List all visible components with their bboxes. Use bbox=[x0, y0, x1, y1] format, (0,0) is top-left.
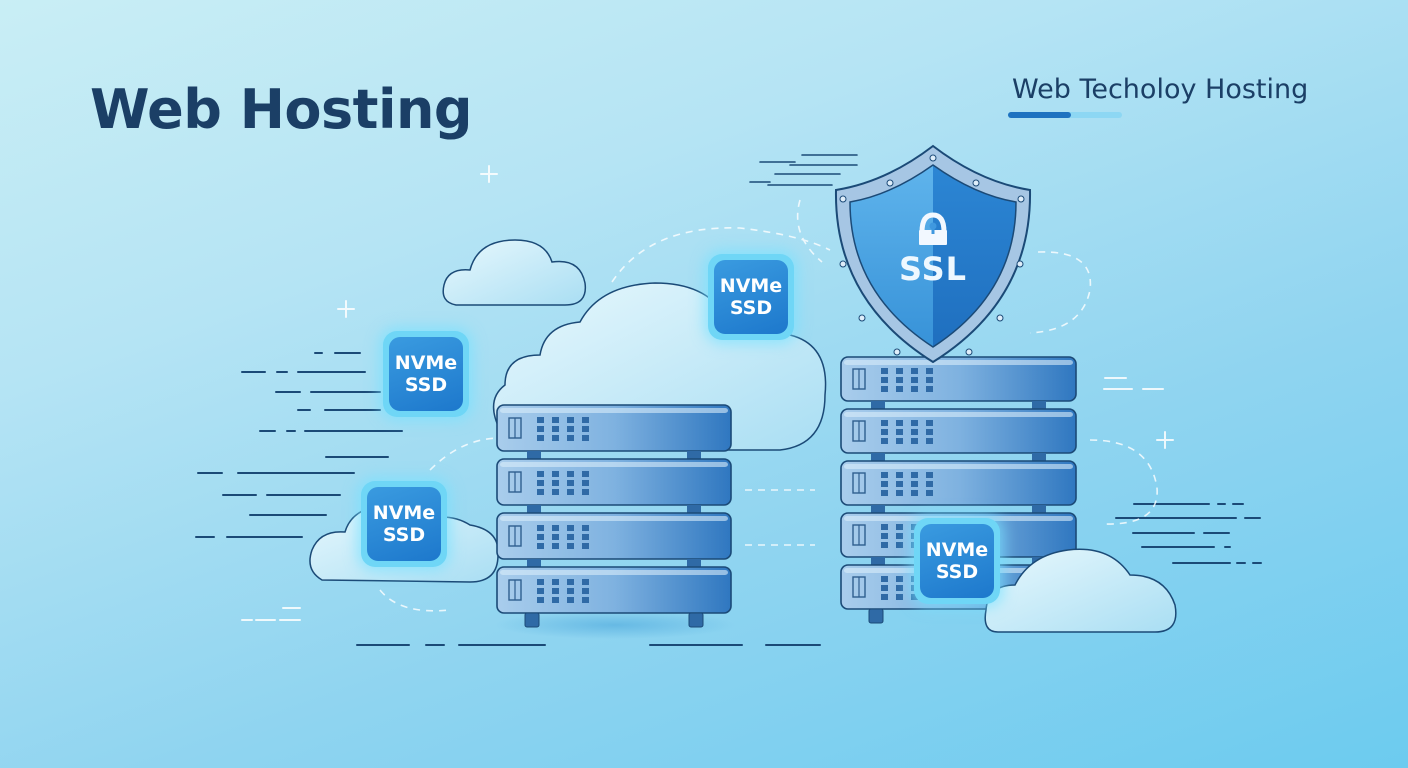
badge-line2: SSD bbox=[404, 374, 448, 396]
padlock-icon bbox=[919, 212, 947, 245]
server-shadow bbox=[495, 611, 735, 639]
badge-line1: NVMe bbox=[394, 352, 458, 374]
badge-line2: SSD bbox=[729, 297, 773, 319]
ssl-label: SSL bbox=[898, 250, 968, 288]
speed-lines-left bbox=[195, 352, 403, 538]
page-title: Web Hosting bbox=[90, 78, 473, 141]
server-unit bbox=[840, 356, 1077, 402]
badge-line1: NVMe bbox=[925, 539, 989, 561]
speed-lines-right bbox=[1115, 503, 1262, 564]
subtitle: Web Techoloy Hosting bbox=[1012, 74, 1309, 105]
server-unit bbox=[840, 460, 1077, 506]
cloud-small bbox=[442, 239, 587, 306]
server-unit bbox=[496, 458, 732, 506]
badge-line2: SSD bbox=[382, 524, 426, 546]
server-unit bbox=[840, 408, 1077, 454]
server-unit bbox=[496, 566, 732, 614]
server-stack-left bbox=[496, 404, 732, 628]
speed-lines-top bbox=[749, 154, 858, 186]
server-unit bbox=[496, 512, 732, 560]
server-unit bbox=[496, 404, 732, 452]
badge-line1: NVMe bbox=[372, 502, 436, 524]
badge-line1: NVMe bbox=[719, 275, 783, 297]
ssl-shield bbox=[834, 144, 1032, 364]
dashed-orbits bbox=[379, 199, 1158, 612]
subtitle-underline-fill bbox=[1008, 112, 1071, 118]
badge-line2: SSD bbox=[935, 561, 979, 583]
sparkle-decorations bbox=[241, 165, 1174, 621]
cloud-bottom-right bbox=[984, 548, 1177, 633]
